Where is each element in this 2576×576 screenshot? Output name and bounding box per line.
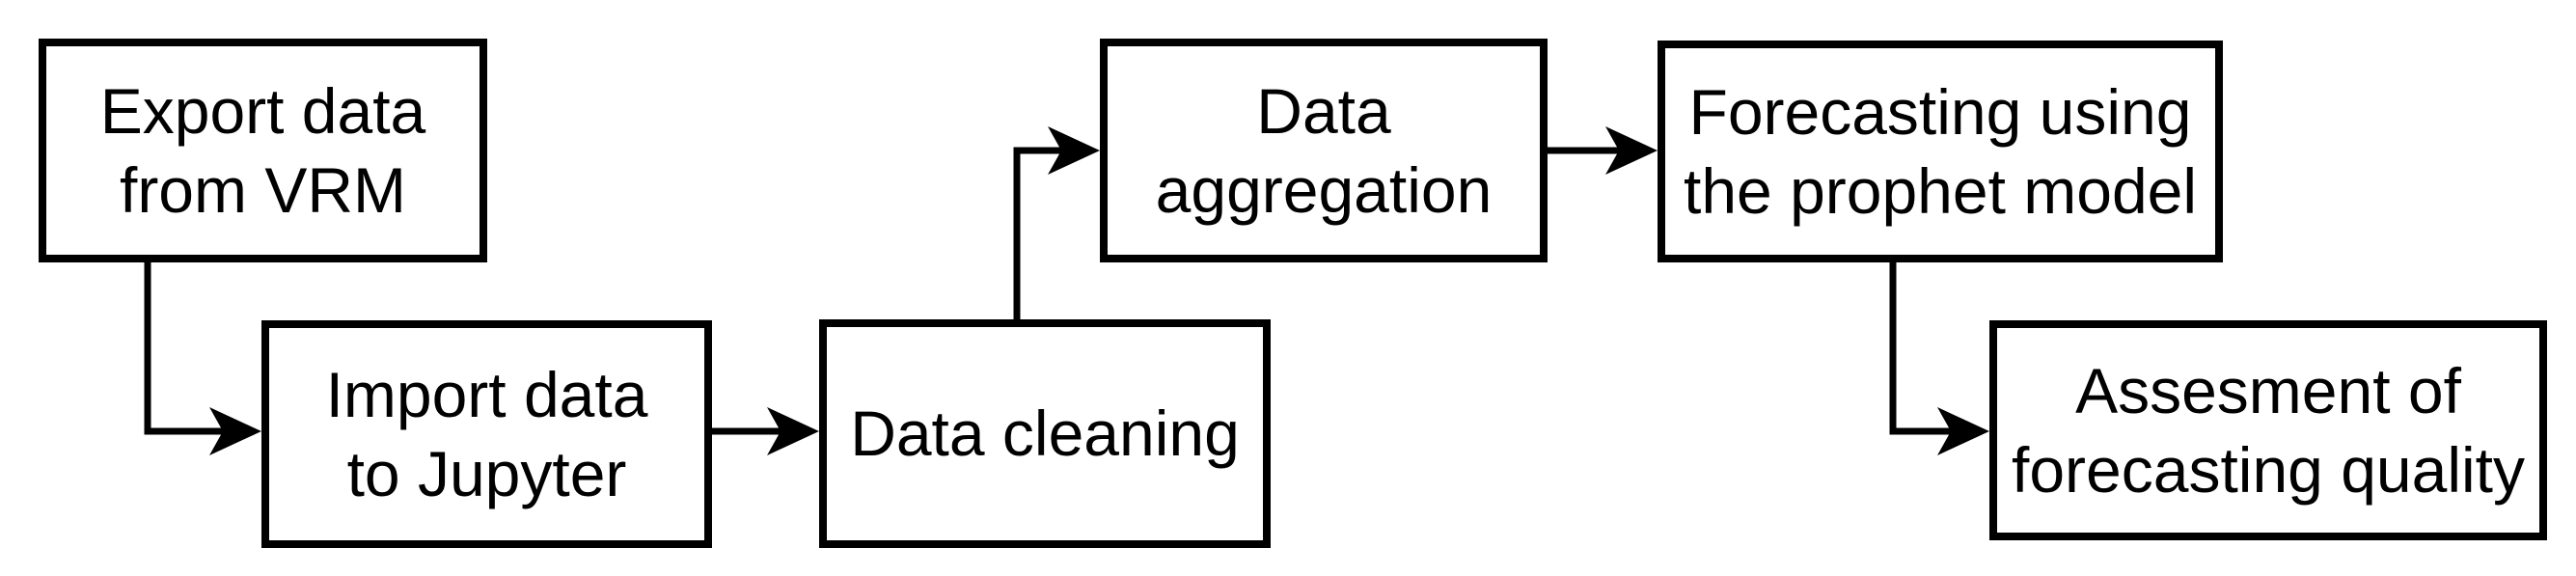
edge-forecasting-to-assessment (1889, 259, 1989, 455)
node-export-data-label: Export data from VRM (99, 74, 426, 227)
edge-cleaning-to-aggregation (1013, 126, 1100, 323)
node-data-cleaning-label: Data cleaning (850, 398, 1240, 470)
node-export-data: Export data from VRM (39, 39, 487, 262)
node-assessment: Assesment of forecasting quality (1989, 320, 2547, 540)
node-forecasting: Forecasting using the prophet model (1658, 41, 2223, 262)
node-assessment-label: Assesment of forecasting quality (2012, 354, 2525, 507)
node-data-aggregation: Data aggregation (1100, 39, 1548, 262)
node-data-cleaning: Data cleaning (819, 319, 1271, 548)
node-forecasting-label: Forecasting using the prophet model (1683, 75, 2198, 228)
node-data-aggregation-label: Data aggregation (1155, 74, 1493, 227)
node-import-data-label: Import data to Jupyter (325, 358, 648, 510)
node-import-data: Import data to Jupyter (261, 320, 712, 548)
edge-export-to-import (144, 259, 261, 455)
